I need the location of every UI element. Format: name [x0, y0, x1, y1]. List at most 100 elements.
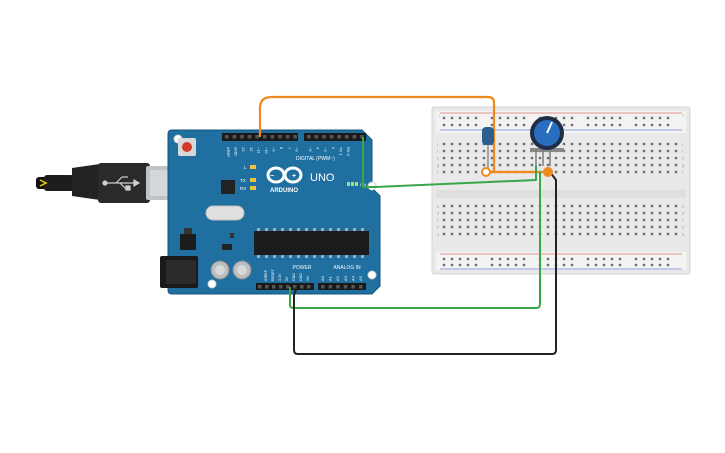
row-letter: j [681, 142, 683, 147]
rail-plus-label: + [438, 113, 441, 118]
digital-pin-label: 7 [287, 147, 292, 150]
analog-pin-label: A5 [358, 275, 363, 281]
header-pin[interactable] [272, 285, 276, 289]
digital-label: DIGITAL (PWM~) [296, 156, 335, 162]
header-pin[interactable] [337, 135, 341, 139]
row-letter: d [437, 211, 439, 216]
header-pin[interactable] [359, 285, 363, 289]
orange-wire-end-right[interactable] [543, 167, 553, 177]
digital-pin-label: 4 [316, 147, 321, 150]
green-wire-gnd[interactable] [289, 172, 541, 309]
header-pin[interactable] [329, 135, 334, 139]
header-pin[interactable] [258, 285, 262, 289]
header-pin[interactable] [322, 135, 326, 139]
header-pin[interactable] [293, 135, 297, 139]
power-pin-label: Vin [306, 276, 310, 281]
resistor [482, 127, 494, 145]
header-pin[interactable] [247, 135, 252, 139]
plug-tip-icon [39, 179, 48, 187]
row-letter: b [682, 225, 685, 230]
orange-wire-end-left[interactable] [481, 167, 491, 177]
rail-plus-label-right: + [682, 113, 685, 118]
digital-pin-label: RX 0 [346, 147, 351, 157]
orange-wire-pin13[interactable] [258, 95, 496, 174]
header-pin[interactable] [345, 135, 349, 139]
header-pin[interactable] [225, 135, 229, 139]
header-pin[interactable] [314, 135, 319, 139]
power-pin-label: GND [292, 273, 296, 281]
row-letter: j [436, 142, 438, 147]
led-tx-label: TX [240, 178, 246, 183]
usb-symbol-icon [102, 176, 141, 191]
power-header [256, 283, 314, 290]
power-pin-label: 5V [285, 276, 289, 281]
digital-pin-label: AREF [226, 147, 231, 158]
digital-pin-label: ~3 [323, 147, 328, 152]
row-letter: a [682, 232, 685, 237]
header-pin[interactable] [360, 135, 364, 139]
row-letter: h [682, 156, 684, 161]
header-pin[interactable] [351, 285, 355, 289]
header-pin[interactable] [255, 135, 259, 139]
row-letter: e [437, 204, 440, 209]
svg-text:+: + [292, 173, 296, 180]
analog-pin-label: A4 [350, 275, 355, 281]
power-pin-label: IOREF [264, 269, 268, 281]
digital-pin-label: GND [234, 147, 239, 156]
power-pin-label: GND [299, 273, 303, 281]
header-pin[interactable] [336, 285, 340, 289]
analog-label: ANALOG IN [333, 265, 361, 271]
power-label: POWER [293, 265, 312, 271]
header-pin[interactable] [352, 135, 357, 139]
digital-pin-label: 13 [241, 147, 246, 152]
row-letter: h [437, 156, 439, 161]
row-letter: c [682, 218, 684, 223]
row-letter: f [682, 170, 684, 175]
digital-header-right [304, 133, 366, 141]
rail-minus-label-right: - [682, 127, 684, 132]
potentiometer [530, 116, 564, 166]
rail-minus-label: - [438, 127, 440, 132]
header-pin[interactable] [279, 285, 283, 289]
row-letter: g [437, 163, 439, 168]
row-letter: d [682, 211, 684, 216]
arduino-model: UNO [310, 172, 335, 184]
power-pin-label: 3.3V [278, 273, 282, 281]
svg-text:−: − [270, 173, 274, 180]
atmega-chip [254, 231, 369, 255]
analog-pin-label: A3 [343, 275, 348, 281]
row-letter: c [437, 218, 439, 223]
header-pin[interactable] [270, 135, 275, 139]
header-pin[interactable] [263, 135, 267, 139]
usb-cable [36, 163, 182, 203]
green-wire-a0[interactable] [362, 137, 537, 188]
header-pin[interactable] [321, 285, 325, 289]
row-letter: i [682, 149, 683, 154]
header-pin[interactable] [240, 135, 244, 139]
header-pin[interactable] [285, 135, 290, 139]
header-pin[interactable] [343, 285, 348, 289]
row-letter: a [437, 232, 440, 237]
row-letter: e [682, 204, 685, 209]
row-letter: b [437, 225, 440, 230]
header-pin[interactable] [232, 135, 237, 139]
analog-pin-label: A1 [328, 275, 333, 281]
digital-pin-label: ~9 [272, 147, 277, 152]
header-pin[interactable] [265, 285, 269, 289]
header-pin[interactable] [307, 135, 311, 139]
header-pin[interactable] [328, 285, 333, 289]
led-l-label: L [244, 165, 247, 170]
header-pin[interactable] [300, 285, 304, 289]
row-letter: i [437, 149, 438, 154]
power-pin-label: RESET [271, 268, 275, 281]
header-pin[interactable] [293, 285, 297, 289]
header-pin[interactable] [278, 135, 282, 139]
header-pin[interactable] [286, 285, 290, 289]
black-wire[interactable] [293, 171, 557, 355]
analog-header [318, 283, 366, 290]
header-pin[interactable] [307, 285, 311, 289]
digital-pin-label: ~6 [294, 147, 299, 152]
led-rx-label: RX [240, 186, 246, 191]
